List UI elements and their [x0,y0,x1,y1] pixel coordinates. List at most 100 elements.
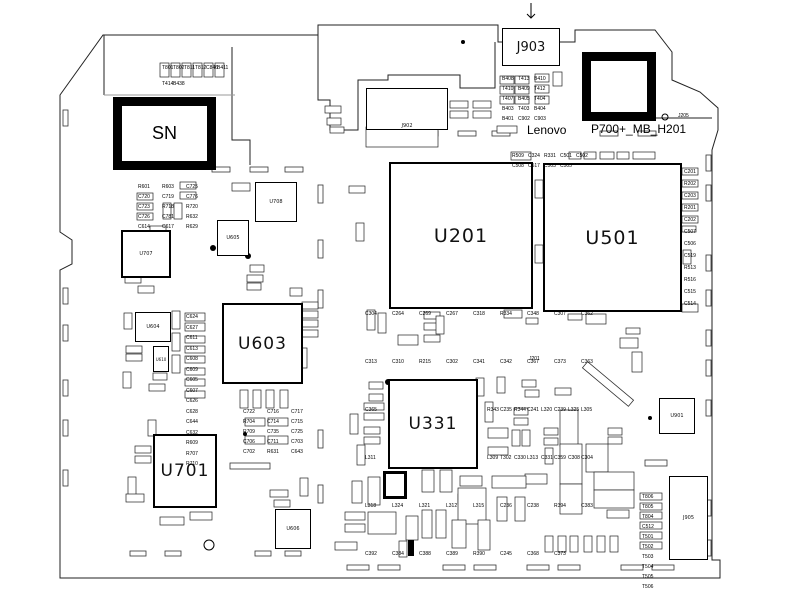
component-ref-t506: T506 [642,584,654,590]
chip-u201: U201 [389,162,533,309]
component-ref-c613: C613 [186,345,198,352]
component-ref-c507: C507 [684,229,696,235]
component-ref-c318: C318 [473,311,485,317]
component-ref-l309: L309 [487,455,499,461]
component-ref-r509: R509 [512,153,524,159]
component-ref-c703: C703 [291,439,303,445]
component-ref-c392: C392 [365,551,377,557]
component-ref-c776: C776 [186,194,198,200]
component-ref-c717: C717 [291,409,303,415]
component-ref-l318: L318 [365,503,377,509]
component-ref-r334: R334 [500,311,512,317]
component-ref-r516: R516 [684,277,696,283]
component-ref-r343: R343 [487,407,499,413]
component-ref-l315: L315 [473,503,485,509]
component-ref-c715: C715 [291,419,303,425]
component-ref-t502: T502 [642,544,654,550]
component-ref-c726: C726 [138,214,150,220]
component-ref-c502: C502 [576,153,588,159]
component-ref-l324: L324 [392,503,404,509]
chip-u707: U707 [121,230,171,278]
component-ref-t812: T812 [195,65,207,71]
component-ref-r202: R202 [684,181,696,187]
component-ref-c609: C609 [186,366,198,373]
chip-u603: U603 [222,303,303,384]
component-ref-c362: C362 [581,311,593,317]
component-ref-l312: L312 [446,503,458,509]
component-ref-r331: R331 [544,153,556,159]
component-ref-c626: C626 [186,398,198,404]
component-ref-c373: C373 [554,551,566,557]
sn-label-block: SN [113,97,216,170]
component-ref-t410: T410 [502,86,514,92]
component-ref-c384: C384 [392,551,404,557]
component-ref-r629: R629 [186,224,198,230]
component-ref-c627: C627 [186,324,198,331]
chip-u606: U606 [275,509,311,549]
component-ref-t801: T801 [162,65,174,71]
component-ref-t404: T404 [534,96,546,102]
component-ref-t501: T501 [642,534,654,540]
component-ref-c302: C302 [446,359,458,365]
sn-label: SN [122,106,207,161]
component-ref-c846: C846 [206,65,218,71]
component-ref-c515: C515 [684,289,696,295]
component-ref-t412: T412 [534,86,546,92]
component-ref-c716: C716 [267,409,279,415]
component-ref-t804: T804 [642,514,654,520]
component-ref-t811: T811 [184,65,196,71]
component-ref-b408: B408 [502,76,514,82]
chip-u901: U901 [659,398,695,434]
component-ref-c245: C245 [500,551,512,557]
component-ref-c342: C342 [500,359,512,365]
component-ref-r704: R704 [243,419,255,425]
component-ref-r513: R513 [684,265,696,271]
chip-u604: U604 [135,312,171,342]
component-ref-t302: T302 [500,455,512,461]
camera-connector-block [582,52,656,121]
component-ref-c722: C722 [243,409,255,415]
component-ref-c614: C614 [138,224,150,230]
component-ref-r215: R215 [419,359,431,365]
component-ref-c643: C643 [291,449,303,455]
component-ref-c201: C201 [684,169,696,175]
component-ref-t504: T504 [642,564,654,570]
component-ref-c711: C711 [267,439,279,445]
component-ref-c359: C359 [554,455,566,461]
chip-j902: J902 [366,88,448,130]
component-ref-r201: R201 [684,205,696,211]
component-ref-c203: C203 [684,193,696,199]
component-ref-c236: C236 [500,503,512,509]
component-ref-r718: R718 [162,204,174,210]
component-ref-c341: C341 [473,359,485,365]
chip-u610: U610 [153,346,169,372]
component-ref-c308: C308 [568,455,580,461]
component-ref-r609: R609 [186,440,198,446]
component-ref-c725: C725 [186,184,198,190]
component-ref-c719: C719 [162,194,174,200]
component-ref-c514: C514 [684,301,696,307]
component-ref-c702: C702 [243,449,255,455]
component-ref-t505: T505 [642,574,654,580]
component-ref-c324: C324 [528,153,540,159]
component-ref-c304: C304 [581,455,593,461]
component-ref-c241: C241 [527,407,539,413]
component-ref-l311: L311 [365,455,376,461]
component-ref-r390: R390 [473,551,485,557]
component-ref-b409: B409 [518,86,530,92]
chip-u701: U701 [153,434,217,508]
component-ref-c307: C307 [554,311,566,317]
component-ref-c383: C383 [581,503,593,509]
component-ref-c781: C781 [162,214,174,220]
component-ref-c632: C632 [186,429,198,436]
component-ref-c363: C363 [581,359,593,365]
chip-u501: U501 [543,163,682,312]
component-ref-c269: C269 [419,311,431,317]
component-ref-c388: C388 [419,551,431,557]
component-ref-r707: R707 [186,450,198,457]
component-ref-r631: R631 [267,449,279,455]
component-ref-c264: C264 [392,311,404,317]
component-ref-c313: C313 [365,359,377,365]
component-ref-c331: C331 [541,455,553,461]
